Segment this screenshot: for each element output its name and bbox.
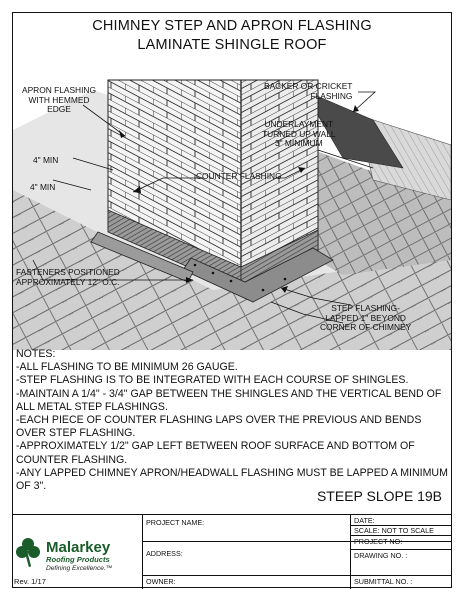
submittal-no-label: SUBMITTAL NO. : [354,577,413,586]
callout-backer-cricket: BACKER OR CRICKET FLASHING [264,81,353,101]
drawing-title-line2: LAMINATE SHINGLE ROOF [137,37,327,53]
callout-counter-flashing: COUNTER FLASHING [196,171,282,181]
callout-step-flashing: STEP FLASHING- LAPPED 1" BEYOND CORNER O… [320,303,412,333]
note-item: -APPROXIMATELY 1/2" GAP LEFT BETWEEN ROO… [16,440,415,466]
cricket-flashing [302,89,404,169]
callout-four-in-min-2: 4" MIN [30,182,56,192]
callout-fasteners: FASTENERS POSITIONED APPROXIMATELY 12" O… [16,267,120,287]
title-block: PROJECT NAME: ADDRESS: OWNER: DATE: SCAL… [12,514,452,589]
note-item: -ANY LAPPED CHIMNEY APRON/HEADWALL FLASH… [16,466,448,493]
logo-subtitle: Roofing Products [46,555,110,564]
shingle-field [13,190,451,350]
step-flashing [182,247,334,303]
drawing-no-label: DRAWING NO. : [354,551,408,560]
shamrock-icon [16,538,40,568]
note-item: -EACH PIECE OF COUNTER FLASHING LAPS OVE… [16,414,422,440]
date-label: DATE: [354,516,375,525]
logo-tagline: Defining Excellence.™ [46,565,113,572]
drawing-sheet-border [12,12,452,588]
note-item: -MAINTAIN A 1/4" - 3/4" GAP BETWEEN THE … [16,387,442,413]
malarkey-logo [16,538,40,568]
notes-section: NOTES: -ALL FLASHING TO BE MINIMUM 26 GA… [16,348,448,493]
chimney-flashing-illustration [13,79,451,350]
scale-label: SCALE: NOT TO SCALE [354,526,434,535]
note-item: -STEP FLASHING IS TO BE INTEGRATED WITH … [16,374,409,387]
callout-apron-flashing: APRON FLASHING WITH HEMMED EDGE [22,85,96,115]
shingle-field-right [283,150,451,275]
drawing-title-line1: CHIMNEY STEP AND APRON FLASHING [92,18,372,34]
owner-label: OWNER: [146,577,176,586]
fasteners [193,263,287,292]
notes-heading: NOTES: [16,348,56,360]
callout-four-in-min-1: 4" MIN [33,155,59,165]
project-no-label: PROJECT NO: [354,537,403,546]
logo-name: Malarkey [46,539,111,556]
detail-code: STEEP SLOPE 19B [316,488,442,504]
address-label: ADDRESS: [146,549,183,558]
note-item: -ALL FLASHING TO BE MINIMUM 26 GAUGE. [16,361,238,374]
revision-label: Rev. 1/17 [14,577,46,586]
callout-underlayment: UNDERLAYMENT TURNED UP WALL 3" MINIMUM [262,119,336,149]
project-name-label: PROJECT NAME: [146,518,205,527]
